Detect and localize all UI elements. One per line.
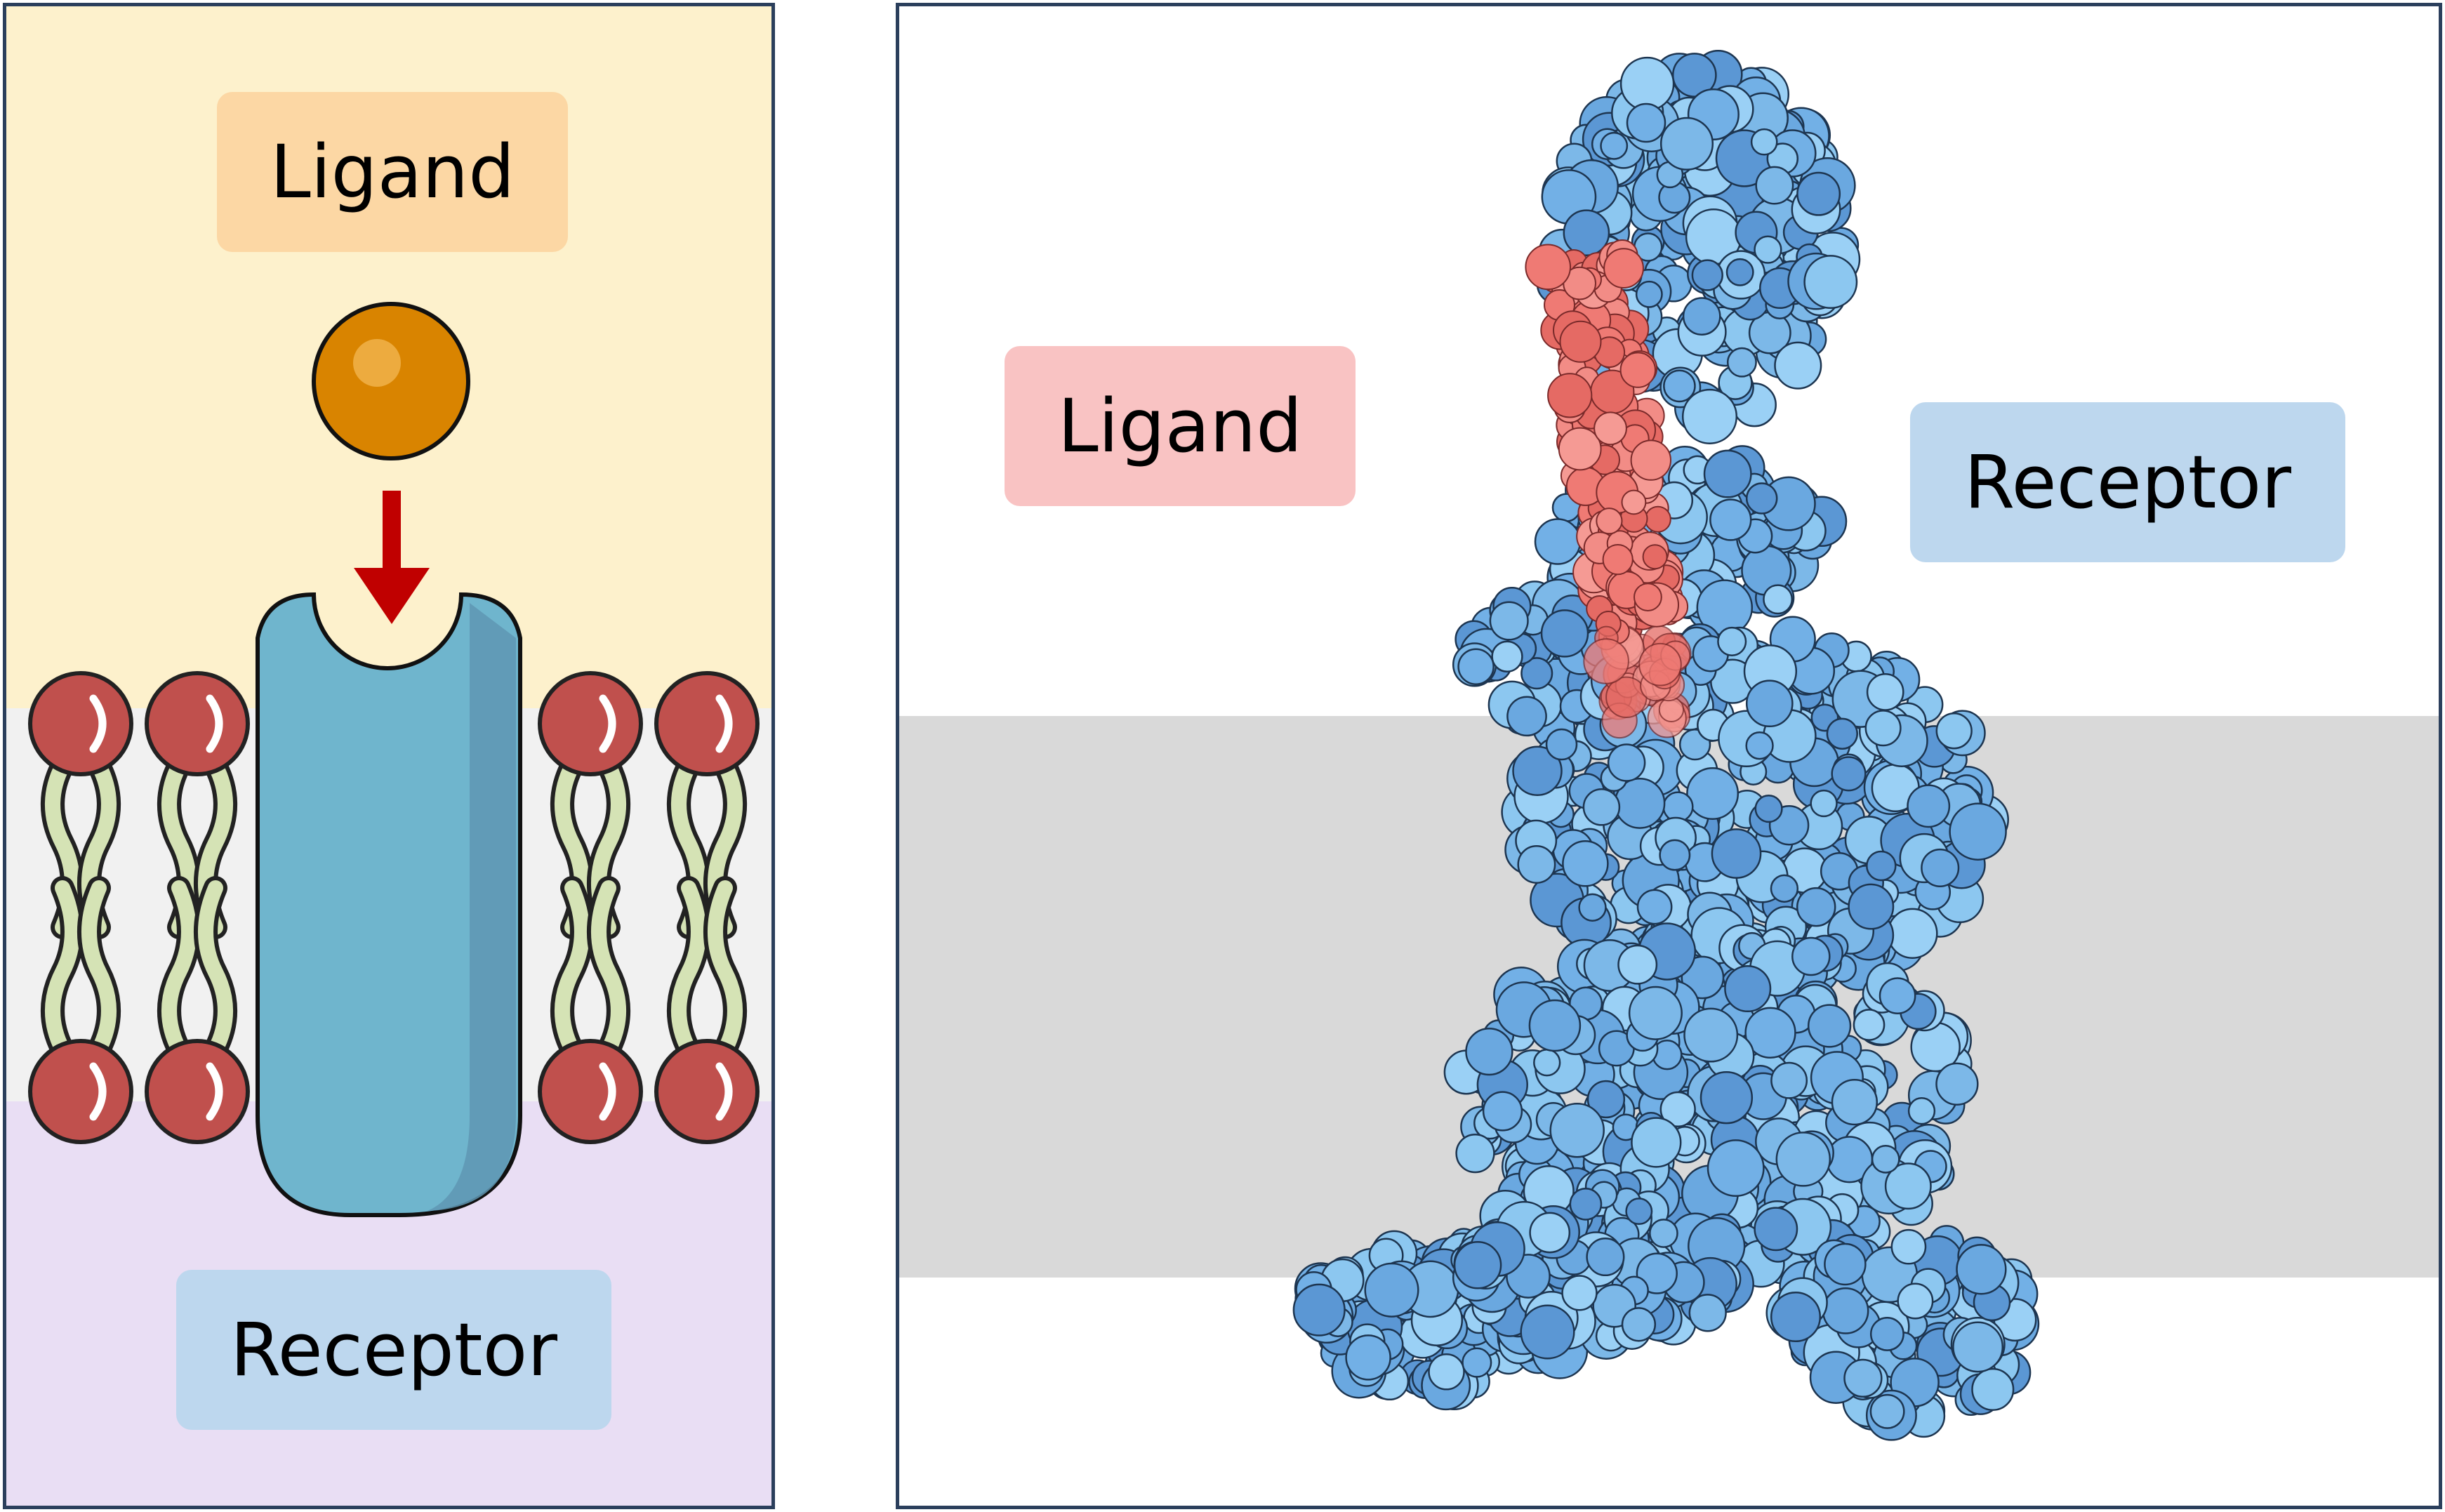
receptor-label-left: Receptor [176,1270,611,1430]
lipid-layer-bottom [28,876,760,1144]
ligand-label-right: Ligand [1005,346,1356,506]
ligand-molecule [1525,239,1692,739]
schematic-panel: Ligand Receptor [3,3,775,1509]
lipid-layer-top [28,671,760,939]
structure-panel: Ligand Receptor [896,3,2442,1509]
ligand-ball [312,302,470,460]
ligand-label-left: Ligand [217,92,568,252]
receptor-shape [256,592,522,1217]
receptor-label-right: Receptor [1910,402,2345,562]
binding-arrow [354,491,430,624]
protein-structure [899,49,2439,1441]
